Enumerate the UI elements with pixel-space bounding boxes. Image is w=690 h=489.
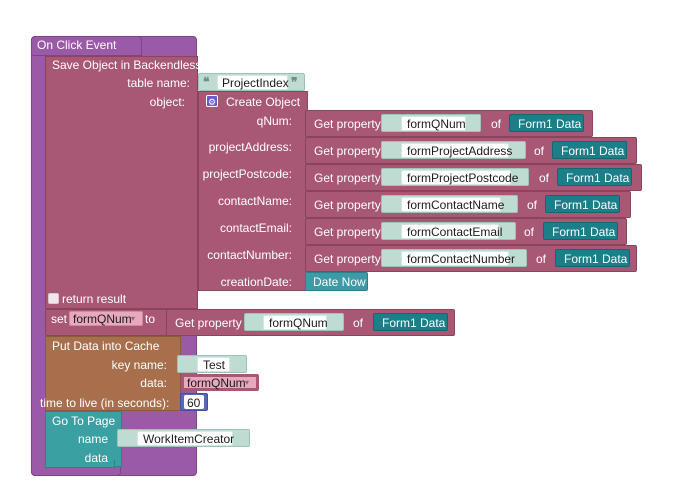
- to-label: to: [145, 312, 156, 326]
- of-label: of: [536, 252, 547, 266]
- form1-data-label: Form1 Data: [566, 171, 630, 185]
- property-name-value: formProjectAddress: [407, 144, 513, 158]
- form1-data-block[interactable]: [373, 313, 448, 331]
- save-object-title: Save Object in Backendless: [52, 58, 202, 72]
- property-name-value: formProjectPostcode: [407, 171, 519, 185]
- get-property-label: Get property: [314, 144, 381, 158]
- of-label: of: [534, 144, 545, 158]
- get-property-label: Get property: [314, 252, 381, 266]
- key-name-value: Test: [203, 358, 226, 372]
- get-property-label: Get property: [314, 225, 381, 239]
- variable-dropdown[interactable]: [69, 311, 143, 326]
- gear-icon[interactable]: ⚙: [206, 95, 218, 107]
- return-result-checkbox[interactable]: [48, 293, 59, 304]
- page-name-label: name: [77, 432, 108, 446]
- save-object-block[interactable]: [45, 56, 198, 309]
- ttl-value: 60: [187, 396, 201, 410]
- key-name-label: key name:: [111, 358, 167, 372]
- form1-data-label: Form1 Data: [382, 316, 446, 330]
- form1-data-block[interactable]: [555, 249, 630, 267]
- of-label: of: [527, 198, 538, 212]
- dropdown-arrow-icon: ▾: [245, 378, 250, 387]
- table-name-label: table name:: [127, 76, 190, 90]
- form1-data-block[interactable]: [557, 168, 632, 186]
- ttl-label: time to live (in seconds):: [40, 396, 170, 410]
- put-data-into-cache-block[interactable]: [45, 336, 181, 411]
- date-now-label: Date Now: [313, 275, 366, 289]
- dropdown-arrow-icon: ▾: [131, 314, 136, 323]
- form1-data-block[interactable]: [545, 195, 620, 213]
- go-to-page-title: Go To Page: [52, 414, 116, 428]
- property-key-label: projectPostcode:: [202, 167, 292, 181]
- page-name-input[interactable]: [137, 431, 233, 446]
- get-property-label: Get property: [314, 171, 381, 185]
- get-property-label: Get property: [175, 316, 242, 330]
- get-property-label: Get property: [314, 117, 381, 131]
- form1-data-block[interactable]: [543, 222, 618, 240]
- on-click-event-label: On Click Event: [37, 38, 117, 52]
- property-name-value: formContactName: [407, 198, 505, 212]
- page-name-value: WorkItemCreator: [143, 432, 235, 446]
- go-to-page-footer: [45, 460, 115, 468]
- page-data-label: data: [84, 451, 108, 465]
- data-label: data:: [140, 376, 167, 390]
- property-name-input[interactable]: [401, 197, 501, 212]
- property-name-value: formQNum: [269, 316, 328, 330]
- key-name-input[interactable]: [197, 357, 230, 372]
- of-label: of: [491, 117, 502, 131]
- property-key-label: contactEmail:: [219, 221, 292, 235]
- property-key-label: contactName:: [217, 194, 292, 208]
- form1-data-label: Form1 Data: [564, 252, 628, 266]
- creation-date-label: creationDate:: [220, 275, 292, 289]
- form1-data-label: Form1 Data: [561, 144, 625, 158]
- cache-title: Put Data into Cache: [52, 339, 160, 353]
- ttl-input[interactable]: [184, 395, 204, 409]
- of-label: of: [524, 225, 535, 239]
- on-click-event-header[interactable]: [31, 36, 142, 56]
- close-quote-icon: ❞: [291, 75, 298, 89]
- form1-data-label: Form1 Data: [518, 117, 582, 131]
- property-name-value: formQNum: [407, 117, 466, 131]
- property-name-input[interactable]: [401, 224, 499, 239]
- set-label: set: [51, 312, 68, 326]
- form1-data-block[interactable]: [552, 141, 627, 159]
- property-name-input[interactable]: [401, 251, 509, 266]
- property-key-label: qNum:: [256, 114, 292, 128]
- data-variable-name: formQNum: [187, 376, 246, 390]
- property-name-input[interactable]: [401, 116, 466, 131]
- return-result-label: return result: [62, 292, 127, 306]
- property-name-value: formContactNumber: [407, 252, 516, 266]
- get-property-label: Get property: [314, 198, 381, 212]
- property-key-label: projectAddress:: [208, 140, 292, 154]
- form1-data-label: Form1 Data: [554, 198, 618, 212]
- table-name-value: ProjectIndex: [222, 76, 289, 90]
- property-name-input[interactable]: [401, 143, 509, 158]
- create-object-label: Create Object: [226, 95, 301, 109]
- property-key-label: contactNumber:: [207, 248, 292, 262]
- variable-name: formQNum: [73, 312, 132, 326]
- of-label: of: [353, 316, 364, 330]
- property-name-input[interactable]: [401, 170, 511, 185]
- form1-data-label: Form1 Data: [552, 225, 616, 239]
- property-name-input[interactable]: [263, 315, 327, 330]
- date-now-block[interactable]: [305, 272, 368, 291]
- of-label: of: [539, 171, 550, 185]
- table-name-input[interactable]: [217, 75, 288, 90]
- object-label: object:: [149, 95, 185, 109]
- create-object-block[interactable]: [198, 91, 308, 291]
- form1-data-block[interactable]: [509, 114, 584, 132]
- property-name-value: formContactEmail: [407, 225, 503, 239]
- open-quote-icon: ❝: [203, 75, 210, 89]
- data-variable-dropdown[interactable]: [181, 374, 259, 391]
